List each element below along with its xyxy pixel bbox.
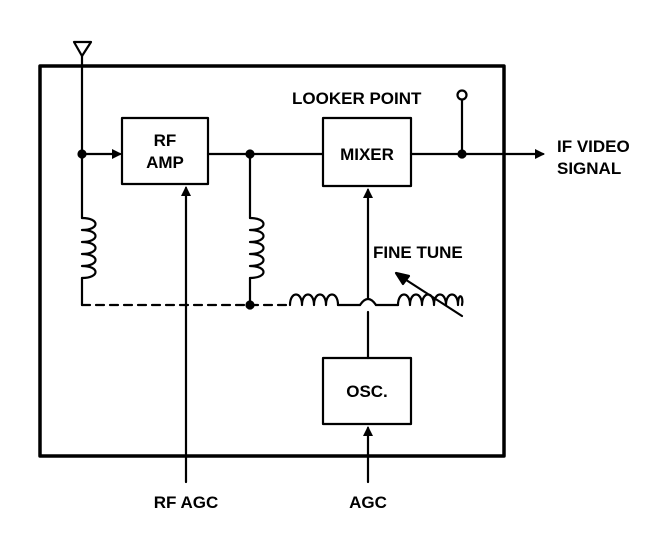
rf-agc-label: RF AGC (154, 493, 219, 512)
oscillator-coil (288, 293, 464, 307)
fine-tune-label: FINE TUNE (373, 243, 463, 262)
fine-tune-arrow-icon (394, 271, 464, 318)
tuner-enclosure (38, 64, 506, 458)
mixer-label: MIXER (340, 145, 394, 164)
rf-amp-block (120, 116, 210, 186)
osc-label: OSC. (346, 382, 388, 401)
rf-amp-label-line2: AMP (146, 153, 184, 172)
interstage-coil (248, 152, 265, 307)
looker-point-terminal (456, 89, 468, 156)
if-video-label-line2: SIGNAL (557, 159, 621, 178)
if-video-label-line1: IF VIDEO (557, 137, 630, 156)
looker-point-label: LOOKER POINT (292, 89, 422, 108)
antenna-icon (72, 40, 93, 156)
osc-block (321, 356, 413, 426)
rf-amp-label-line1: RF (154, 131, 177, 150)
input-coil (80, 152, 97, 307)
agc-label: AGC (349, 493, 387, 512)
mixer-block (321, 116, 413, 188)
